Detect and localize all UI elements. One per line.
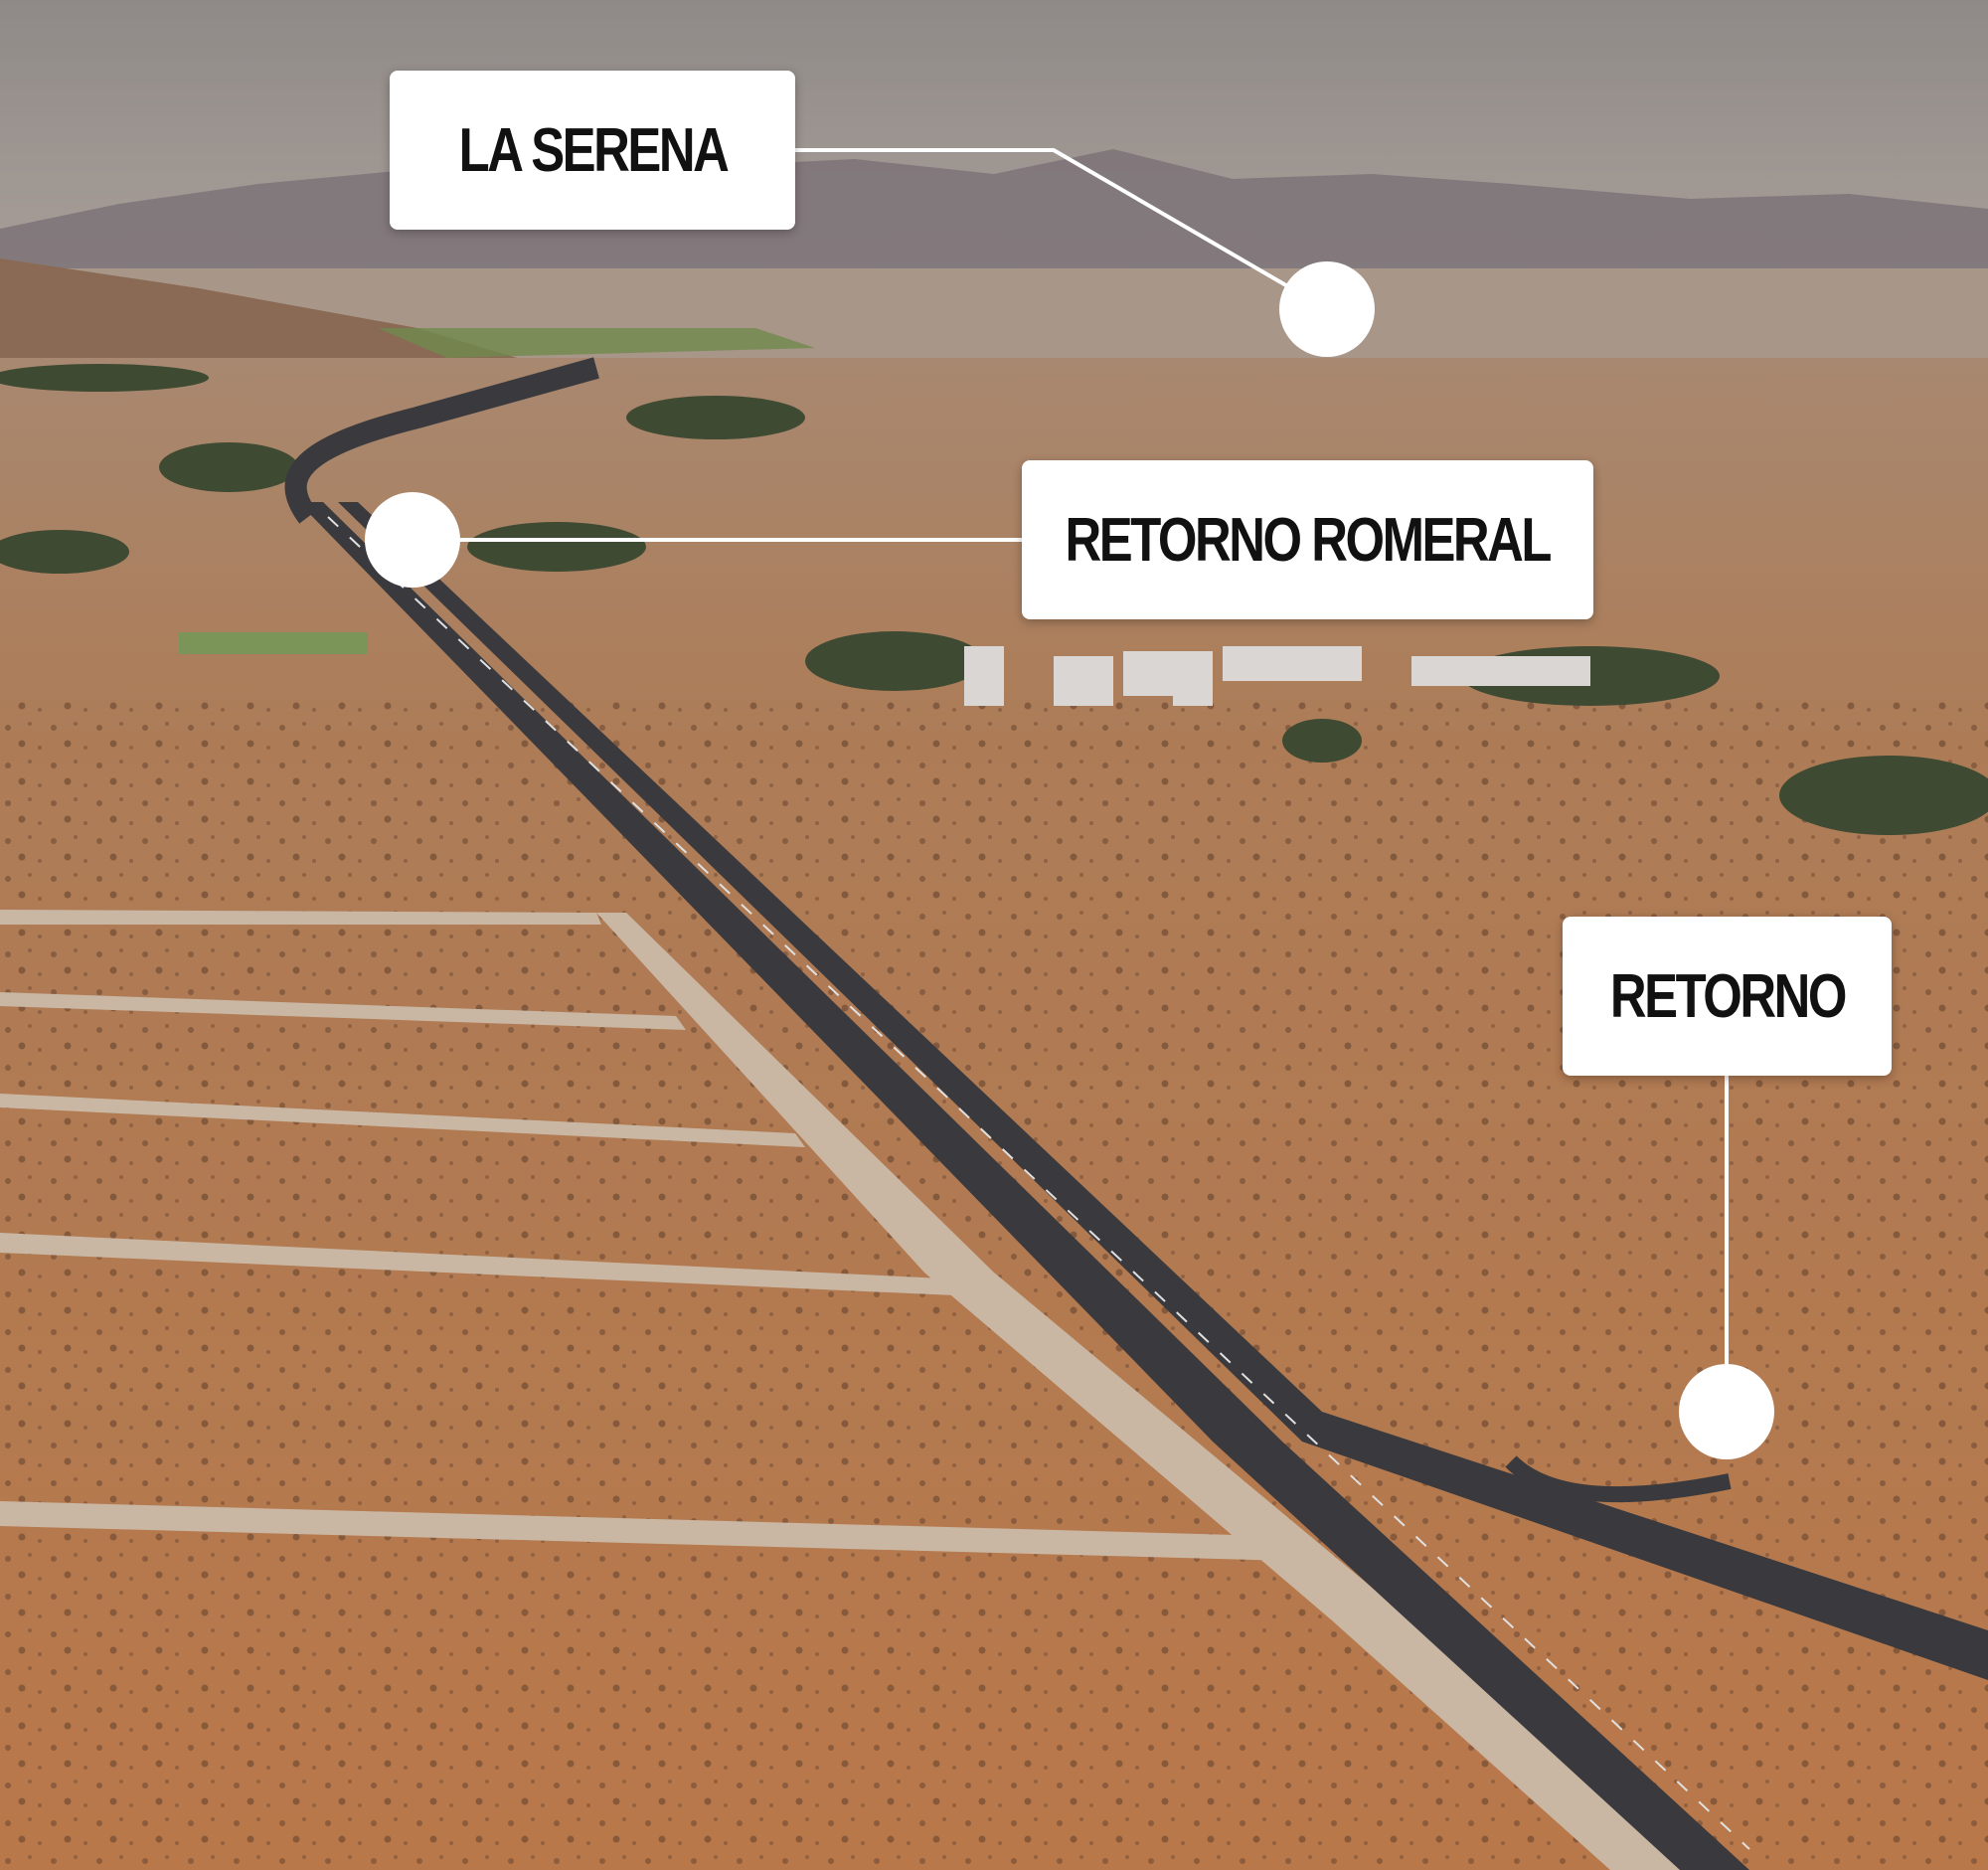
location-dot-icon[interactable] [365,492,460,588]
callout-retorno[interactable]: RETORNO [1563,917,1892,1076]
industrial-plant [964,646,1590,706]
sports-field [179,632,368,654]
highway [298,502,1988,1870]
highway [284,357,599,524]
leader-lines [413,148,1729,1412]
tree-clusters [0,364,1988,835]
callout-la-serena[interactable]: LA SERENA [390,71,795,230]
callout-retorno-romeral[interactable]: RETORNO ROMERAL [1022,460,1593,619]
location-dot-icon[interactable] [1279,261,1375,357]
callout-label: LA SERENA [458,115,729,185]
callout-label: RETORNO ROMERAL [1065,505,1553,575]
green-field [378,328,815,358]
service-roads [0,910,1292,1561]
frontage-road [596,913,1690,1870]
return-loop [1505,1455,1732,1503]
location-dot-icon[interactable] [1679,1364,1774,1459]
callout-label: RETORNO [1609,961,1847,1031]
